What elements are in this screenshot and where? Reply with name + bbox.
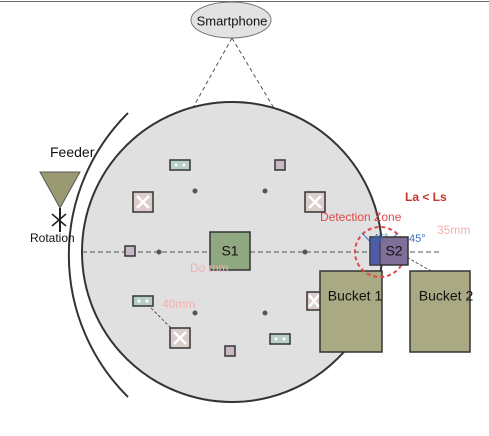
sample-small-square xyxy=(124,245,136,257)
sensor-s1 xyxy=(209,231,251,271)
plate-dots xyxy=(156,188,308,316)
plate-dot xyxy=(262,188,268,194)
angle-right-label: 45° xyxy=(409,233,426,245)
plate-dot xyxy=(156,249,162,255)
detection-zone-label: Detection Zone xyxy=(320,210,402,224)
rotation-label: Rotation xyxy=(30,231,75,245)
dimension-40-label: 40mm xyxy=(162,297,195,311)
bucket-1 xyxy=(319,270,383,353)
feeder-label: Feeder xyxy=(50,144,95,160)
la-ls-label: La < Ls xyxy=(405,190,447,204)
dimension-35-label: 35mm xyxy=(437,223,470,237)
sample-square xyxy=(169,327,191,349)
sample-pill xyxy=(132,295,154,307)
dimension-35-leader xyxy=(393,249,441,277)
plate-dot xyxy=(262,310,268,316)
smartphone-ellipse xyxy=(190,1,272,39)
bucket-2-label: Bucket 2 xyxy=(419,288,474,304)
sample-items xyxy=(124,159,326,357)
rotation-arc xyxy=(67,112,129,398)
sensor-s2-label: S2 xyxy=(385,243,402,259)
sensor-s1-label: S1 xyxy=(221,243,238,259)
plate-dot xyxy=(192,310,198,316)
sample-pill xyxy=(269,333,291,345)
sample-square xyxy=(306,291,322,311)
plate-dot xyxy=(192,188,198,194)
bucket-2 xyxy=(409,270,471,353)
sample-square xyxy=(304,191,326,213)
center-dimension-label: Do mm xyxy=(190,261,229,275)
sample-small-square xyxy=(274,159,286,171)
feeder-cross-icon xyxy=(51,213,67,227)
sensor-s2-emitter xyxy=(369,236,381,266)
sample-pill xyxy=(169,159,191,171)
smartphone-label: Smartphone xyxy=(197,13,268,28)
sample-square xyxy=(132,191,154,213)
bucket-1-label: Bucket 1 xyxy=(328,288,383,304)
plate-dot xyxy=(302,249,308,255)
angle-left-label: 45° xyxy=(373,233,388,244)
sample-small-square xyxy=(224,345,236,357)
feeder-funnel xyxy=(39,171,81,210)
